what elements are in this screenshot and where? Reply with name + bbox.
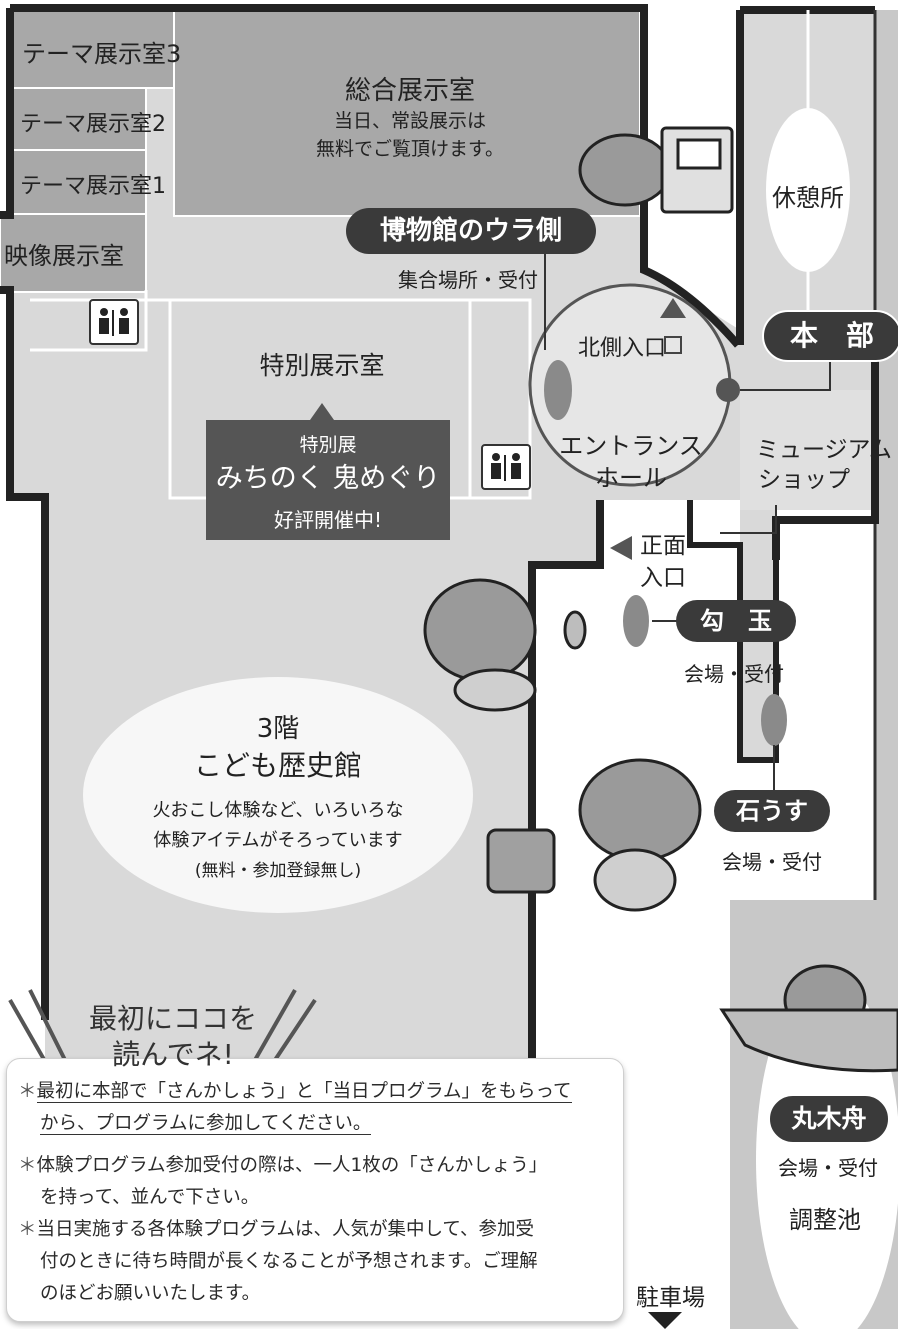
notice-box bbox=[6, 1058, 624, 1322]
badge-marukibune: 丸木舟 bbox=[768, 1094, 890, 1144]
kids-hall-floor: 3階 bbox=[256, 714, 300, 744]
badge-magatama-sub: 会場・受付 bbox=[684, 662, 784, 686]
badge-backside: 博物館のウラ側 bbox=[346, 208, 596, 254]
label-front-entrance-2: 入口 bbox=[640, 565, 686, 591]
notice-heading-1: 最初にココを bbox=[88, 1002, 257, 1035]
label-general-note-2: 無料でご覧頂けます。 bbox=[315, 138, 505, 160]
label-shop-1: ミュージアム bbox=[756, 437, 892, 463]
kids-hall-desc2: 体験アイテムがそろっています bbox=[153, 830, 403, 851]
notice-item-3-line1: 当日実施する各体験プログラムは、人気が集中して、参加受 bbox=[36, 1219, 534, 1240]
notice-item-1-line1: 最初に本部で「さんかしょう」と「当日プログラム」をもらって bbox=[36, 1081, 572, 1103]
mascot-illustration bbox=[486, 758, 702, 912]
label-theme3: テーマ展示室3 bbox=[22, 40, 182, 68]
special-exhibit-line1: 特別展 bbox=[299, 434, 357, 456]
badge-marukibune-sub: 会場・受付 bbox=[778, 1156, 878, 1180]
notice-item-3-line3: のほどお願いいたします。 bbox=[40, 1283, 261, 1304]
kids-hall-desc3: (無料・参加登録無し) bbox=[194, 861, 362, 881]
restroom-icon bbox=[89, 299, 139, 345]
shop-area bbox=[740, 390, 875, 510]
mascot-illustration bbox=[423, 578, 587, 712]
arrow-left-icon bbox=[610, 536, 632, 560]
bullet-asterisk: ＊ bbox=[18, 1081, 37, 1102]
special-exhibit-title: みちのく 鬼めぐり bbox=[215, 463, 441, 494]
arrow-down-icon bbox=[648, 1312, 682, 1329]
badge-backside-sub: 集合場所・受付 bbox=[398, 268, 538, 292]
badge-ishiusu: 石うす bbox=[714, 790, 830, 832]
kids-hall-name: こども歴史館 bbox=[193, 749, 362, 782]
badge-magatama: 勾 玉 bbox=[676, 600, 796, 642]
restroom-icon bbox=[481, 444, 531, 490]
label-entrance-hall-2: ホール bbox=[595, 464, 667, 492]
notice-item-1: ＊最初に本部で「さんかしょう」と「当日プログラム」をもらって から、プログラムに… bbox=[18, 1076, 614, 1140]
notice-item-3-line2: 付のときに待ち時間が長くなることが予想されます。ご理解 bbox=[40, 1251, 538, 1272]
notice-item-3: ＊当日実施する各体験プログラムは、人気が集中して、参加受 付のときに待ち時間が長… bbox=[18, 1214, 614, 1310]
rest-area bbox=[766, 108, 850, 272]
label-shop-2: ショップ bbox=[758, 467, 850, 493]
notice-item-1-line2: から、プログラムに参加してください。 bbox=[40, 1113, 372, 1135]
notice-heading-2: 読んでネ! bbox=[112, 1038, 234, 1071]
label-general-note-1: 当日、常設展示は bbox=[333, 110, 486, 132]
badge-ishiusu-sub: 会場・受付 bbox=[722, 850, 822, 874]
label-general: 総合展示室 bbox=[344, 76, 475, 106]
mascot-illustration bbox=[578, 126, 734, 214]
kids-hall-area bbox=[83, 677, 473, 913]
label-north-entrance: 北側入口 bbox=[578, 336, 667, 361]
label-front-entrance-1: 正面 bbox=[640, 533, 686, 559]
label-pond: 調整池 bbox=[789, 1206, 861, 1234]
label-parking: 駐車場 bbox=[636, 1285, 705, 1311]
kids-hall-desc1: 火おこし体験など、いろいろな bbox=[152, 800, 404, 821]
arrow-up-icon bbox=[660, 298, 686, 318]
room-general bbox=[173, 9, 641, 217]
label-theme1: テーマ展示室1 bbox=[20, 174, 166, 199]
bullet-asterisk: ＊ bbox=[18, 1219, 37, 1240]
special-exhibit-line3: 好評開催中! bbox=[273, 508, 383, 532]
mascot-illustration bbox=[719, 964, 898, 1073]
notice-item-2-line2: を持って、並んで下さい。 bbox=[40, 1187, 260, 1208]
room-theme1 bbox=[11, 149, 147, 215]
label-rest: 休憩所 bbox=[772, 184, 844, 212]
notice-item-2-line1: 体験プログラム参加受付の際は、一人1枚の「さんかしょう」 bbox=[36, 1155, 548, 1176]
room-video bbox=[0, 213, 147, 293]
badge-honbu: 本 部 bbox=[762, 310, 898, 362]
room-theme2 bbox=[11, 87, 147, 151]
label-theme2: テーマ展示室2 bbox=[20, 112, 166, 137]
label-special-room: 特別展示室 bbox=[259, 351, 385, 380]
special-exhibit-panel bbox=[206, 420, 450, 540]
label-entrance-hall-1: エントランス bbox=[559, 432, 703, 460]
notice-item-2: ＊体験プログラム参加受付の際は、一人1枚の「さんかしょう」 を持って、並んで下さ… bbox=[18, 1150, 614, 1214]
label-video: 映像展示室 bbox=[4, 242, 124, 270]
bullet-asterisk: ＊ bbox=[18, 1155, 37, 1176]
